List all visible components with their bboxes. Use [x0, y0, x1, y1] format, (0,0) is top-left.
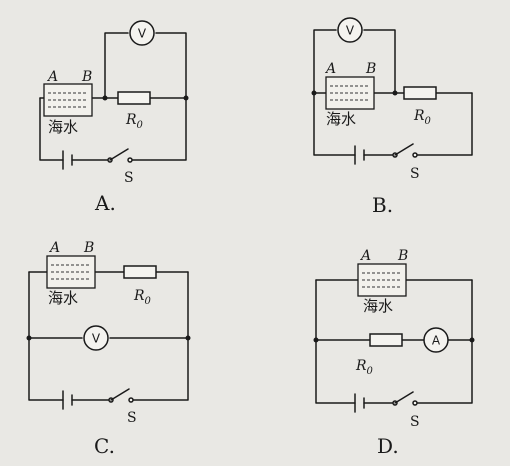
ammeter: A: [423, 327, 449, 353]
end-a-label: A: [359, 248, 371, 264]
seawater-tank: [43, 83, 93, 117]
caption-b: B.: [372, 193, 393, 217]
circuit-a: V A B 海水 R0 S A.: [39, 20, 189, 215]
svg-text:A: A: [432, 334, 441, 348]
battery: [62, 150, 73, 170]
r0-label: R0: [125, 112, 144, 131]
resistor-r0: [123, 265, 157, 279]
end-b-label: B: [397, 248, 408, 264]
r0-label: R0: [133, 288, 152, 307]
end-b-label: B: [83, 240, 94, 256]
voltmeter: V: [129, 20, 155, 46]
end-a-label: A: [324, 61, 336, 77]
end-b-label: B: [81, 69, 92, 85]
voltmeter: V: [83, 325, 109, 351]
resistor-r0: [369, 333, 403, 347]
r0-label: R0: [355, 358, 374, 377]
voltmeter: V: [337, 17, 363, 43]
svg-text:V: V: [346, 24, 355, 38]
seawater-label: 海水: [326, 110, 356, 128]
circuit-d: A A B 海水 R0 S D.: [313, 248, 475, 458]
svg-text:V: V: [138, 27, 147, 41]
switch-label: S: [410, 414, 420, 430]
switch: [392, 391, 418, 406]
switch: [108, 388, 134, 403]
battery: [354, 393, 365, 413]
battery: [354, 145, 365, 165]
circuit-b: V A B 海水 R0 S B.: [311, 17, 473, 217]
switch-label: S: [124, 170, 134, 186]
caption-a: A.: [94, 191, 116, 215]
caption-c: C.: [94, 434, 115, 458]
resistor-r0: [117, 91, 151, 105]
end-a-label: A: [46, 69, 58, 85]
end-b-label: B: [365, 61, 376, 77]
seawater-label: 海水: [48, 289, 78, 307]
battery: [62, 390, 73, 410]
svg-text:V: V: [92, 332, 101, 346]
circuit-c: V A B 海水 R0 S C.: [26, 240, 191, 458]
seawater-tank: [357, 263, 407, 297]
seawater-label: 海水: [363, 297, 393, 315]
resistor-r0: [403, 86, 437, 100]
r0-label: R0: [413, 108, 432, 127]
seawater-label: 海水: [48, 118, 78, 136]
switch: [107, 148, 133, 163]
caption-d: D.: [377, 434, 399, 458]
end-a-label: A: [48, 240, 60, 256]
switch-label: S: [410, 166, 420, 182]
switch: [392, 143, 418, 158]
switch-label: S: [127, 410, 137, 426]
seawater-tank: [46, 255, 96, 289]
seawater-tank: [325, 76, 375, 110]
